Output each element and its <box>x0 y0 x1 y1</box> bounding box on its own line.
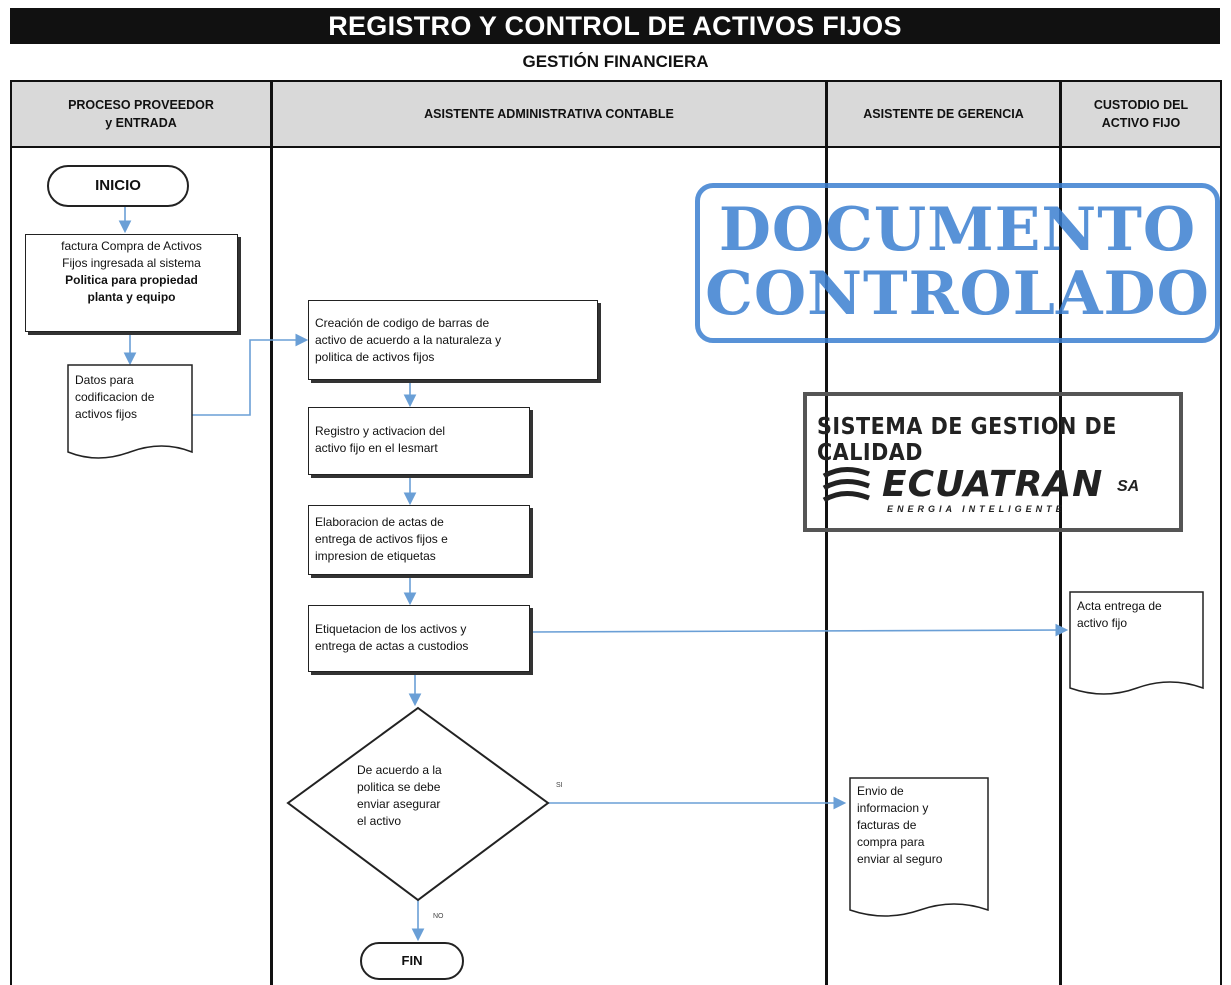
controlled-document-stamp: DOCUMENTO CONTROLADO <box>695 183 1220 343</box>
envio-line1: Envio de <box>857 784 904 798</box>
end-label: FIN <box>401 953 423 968</box>
elaboracion-line1: Elaboracion de actas de <box>315 515 444 529</box>
envio-line4: compra para <box>857 835 925 849</box>
arrow-etiquetacion-acta <box>529 623 1069 637</box>
lane-border-top <box>10 80 1222 82</box>
page-subtitle: GESTIÓN FINANCIERA <box>522 52 709 71</box>
lane-divider-right <box>1220 80 1222 985</box>
lane-label: ASISTENTE ADMINISTRATIVA CONTABLE <box>424 107 674 121</box>
brand-suffix: SA <box>1117 478 1140 495</box>
lane-border-header <box>10 146 1222 148</box>
quality-system-label: SISTEMA DE GESTION DE CALIDAD <box>817 414 1117 466</box>
decision-text: De acuerdo a la politica se debe enviar … <box>357 762 487 830</box>
document-datos: Datos para codificacion de activos fijos <box>75 372 190 423</box>
document-shape-datos <box>67 364 193 459</box>
document-envio: Envio de informacion y facturas de compr… <box>857 783 987 868</box>
elaboracion-line2: entrega de activos fijos e <box>315 532 448 546</box>
creacion-line3: politica de activos fijos <box>315 350 435 364</box>
document-shape-acta <box>1069 591 1204 695</box>
datos-line1: Datos para <box>75 373 134 387</box>
envio-line3: facturas de <box>857 818 917 832</box>
process-box-creacion: Creación de codigo de barras de activo d… <box>308 300 598 380</box>
process-box-elaboracion: Elaboracion de actas de entrega de activ… <box>308 505 530 575</box>
lane-header-proveedor: PROCESO PROVEEDOR y ENTRADA <box>12 82 270 146</box>
acta-line2: activo fijo <box>1077 616 1128 630</box>
etiquetacion-line2: entrega de actas a custodios <box>315 639 469 653</box>
brand-name: ECUATRAN <box>882 464 1104 505</box>
label-no: NO <box>433 913 444 920</box>
start-label: INICIO <box>95 177 141 194</box>
factura-line1: factura Compra de Activos <box>61 239 202 253</box>
datos-line2: codificacion de <box>75 390 155 404</box>
lane-header-asistente-gerencia: ASISTENTE DE GERENCIA <box>828 82 1059 146</box>
lane-label: ASISTENTE DE GERENCIA <box>863 107 1024 121</box>
stamp-line2: CONTROLADO <box>705 259 1210 329</box>
brand-tagline: ENERGIA INTELIGENTE <box>887 504 1066 514</box>
decision-line1: De acuerdo a la <box>357 763 442 777</box>
datos-line3: activos fijos <box>75 407 138 421</box>
etiquetacion-line1: Etiquetacion de los activos y <box>315 622 467 636</box>
document-shape-envio <box>849 777 989 917</box>
acta-line1: Acta entrega de <box>1077 599 1162 613</box>
document-acta: Acta entrega de activo fijo <box>1077 598 1202 632</box>
lane-label-line1: CUSTODIO DEL <box>1093 98 1189 112</box>
process-box-etiquetacion: Etiquetacion de los activos y entrega de… <box>308 605 530 672</box>
creacion-line2: activo de acuerdo a la naturaleza y <box>315 333 502 347</box>
registro-line2: activo fijo en el Iesmart <box>315 441 438 455</box>
decision-line4: el activo <box>357 814 402 828</box>
envio-line5: enviar al seguro <box>857 852 943 866</box>
registro-line1: Registro y activacion del <box>315 424 446 438</box>
process-box-registro: Registro y activacion del activo fijo en… <box>308 407 530 475</box>
process-box-factura: factura Compra de Activos Fijos ingresad… <box>25 234 238 332</box>
creacion-line1: Creación de codigo de barras de <box>315 316 490 330</box>
factura-line2: Fijos ingresada al sistema <box>62 256 201 270</box>
end-terminal: FIN <box>360 942 464 980</box>
stamp-line1: DOCUMENTO <box>718 195 1197 265</box>
lane-divider-2 <box>825 80 828 985</box>
decision-diamond <box>286 706 550 902</box>
ecuatran-logo-icon <box>822 467 870 503</box>
start-terminal: INICIO <box>47 165 189 207</box>
lane-label-line1: PROCESO PROVEEDOR <box>68 98 214 112</box>
arrow-datos-creacion <box>192 333 309 416</box>
factura-bold-line2: planta y equipo <box>87 290 176 304</box>
lane-divider-left <box>10 80 12 985</box>
lane-label-line2: y ENTRADA <box>105 116 177 130</box>
lane-header-custodio: CUSTODIO DEL ACTIVO FIJO <box>1062 82 1220 146</box>
lane-divider-1 <box>270 80 273 985</box>
factura-bold-line1: Politica para propiedad <box>65 273 198 287</box>
lane-header-asistente-contable: ASISTENTE ADMINISTRATIVA CONTABLE <box>273 82 825 146</box>
lane-divider-3 <box>1059 80 1062 985</box>
lane-label-line2: ACTIVO FIJO <box>1101 116 1181 130</box>
elaboracion-line3: impresion de etiquetas <box>315 549 436 563</box>
label-si: SI <box>556 782 563 789</box>
quality-system-stamp: SISTEMA DE GESTION DE CALIDAD ECUATRAN S… <box>803 392 1183 532</box>
decision-line3: enviar asegurar <box>357 797 441 811</box>
envio-line2: informacion y <box>857 801 929 815</box>
page-title: REGISTRO Y CONTROL DE ACTIVOS FIJOS <box>10 8 1220 44</box>
decision-line2: politica se debe <box>357 780 441 794</box>
